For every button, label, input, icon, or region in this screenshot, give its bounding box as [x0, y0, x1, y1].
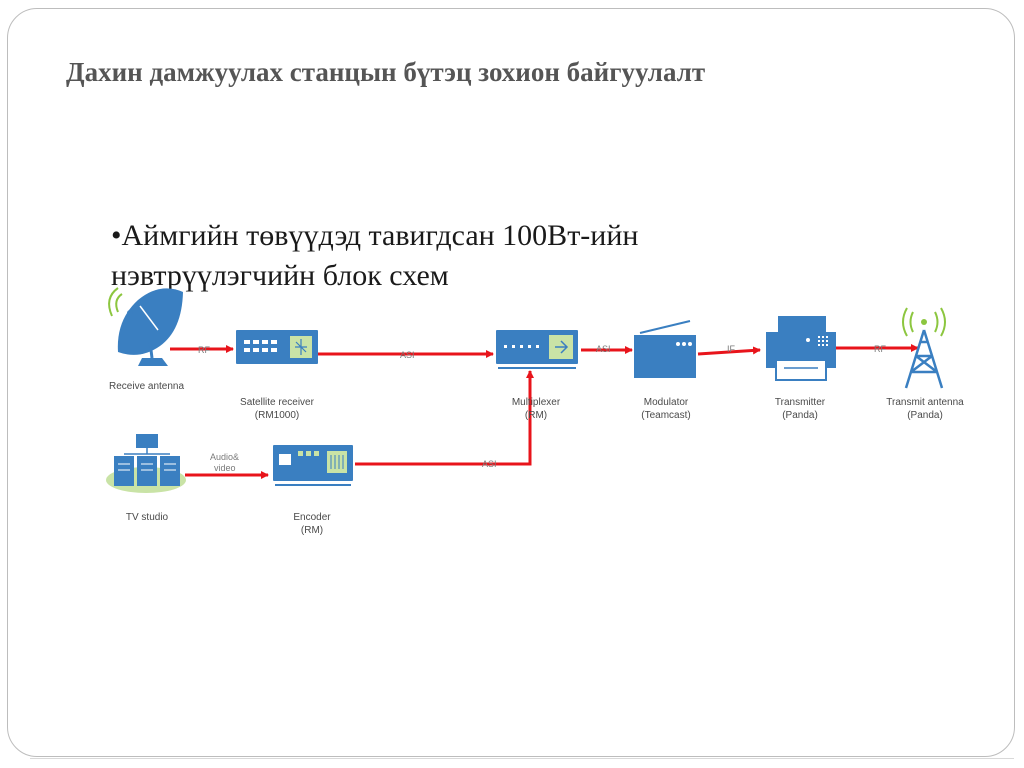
edge-antenna-receiver: RF	[170, 345, 234, 355]
satellite-dish-icon	[108, 287, 183, 366]
modulator-icon	[634, 320, 696, 378]
edge-label-audio: Audio&	[210, 452, 239, 462]
edge-label-rf-1: RF	[198, 345, 210, 355]
node-label-satellite-receiver-model: (RM1000)	[255, 410, 299, 421]
node-label-transmit-antenna: Transmit antenna	[886, 397, 964, 408]
node-label-modulator-model: (Teamcast)	[641, 410, 690, 421]
node-label-encoder-model: (RM)	[301, 525, 323, 536]
edge-label-rf-2: RF	[874, 344, 886, 354]
node-label-satellite-receiver: Satellite receiver	[240, 397, 315, 408]
edge-label-asi-1: ASI	[400, 350, 415, 360]
edge-studio-encoder: Audio& video	[185, 452, 269, 479]
node-label-transmitter: Transmitter	[775, 397, 826, 408]
encoder-icon	[273, 445, 353, 486]
edge-mux-modulator: ASI	[581, 344, 633, 354]
tv-studio-icon	[106, 434, 186, 493]
bullet-line-2: нэвтрүүлэгчийн блок схем	[111, 259, 449, 292]
edge-receiver-mux: ASI	[318, 350, 494, 360]
edge-transmitter-antenna: RF	[836, 344, 919, 354]
edge-label-asi-3: ASI	[482, 459, 497, 469]
node-label-transmit-antenna-model: (Panda)	[907, 410, 943, 421]
transmit-tower-icon	[902, 307, 946, 389]
bullet-line-1: •Аймгийн төвүүдэд тавигдсан 100Вт-ийн	[111, 219, 639, 252]
multiplexer-icon	[496, 330, 578, 369]
node-label-transmitter-model: (Panda)	[782, 410, 818, 421]
node-label-encoder: Encoder	[293, 512, 331, 523]
frame-shadow	[30, 758, 1014, 759]
edge-label-if: IF	[727, 344, 736, 354]
node-label-modulator: Modulator	[644, 397, 689, 408]
node-label-receive-antenna: Receive antenna	[109, 381, 184, 392]
node-label-multiplexer: Multiplexer	[512, 397, 561, 408]
edge-label-asi-2: ASI	[596, 344, 611, 354]
edge-encoder-mux: ASI	[355, 370, 534, 469]
node-label-tv-studio: TV studio	[126, 512, 169, 523]
bullet-text: •Аймгийн төвүүдэд тавигдсан 100Вт-ийн нэ…	[111, 216, 751, 296]
edge-modulator-transmitter: IF	[697, 344, 761, 356]
slide-title: Дахин дамжуулах станцын бүтэц зохион бай…	[66, 57, 706, 87]
slide-frame	[7, 8, 1015, 757]
edge-label-video: video	[214, 463, 236, 473]
transmitter-icon	[766, 316, 836, 381]
node-label-multiplexer-model: (RM)	[525, 410, 547, 421]
satellite-receiver-icon	[236, 330, 318, 364]
